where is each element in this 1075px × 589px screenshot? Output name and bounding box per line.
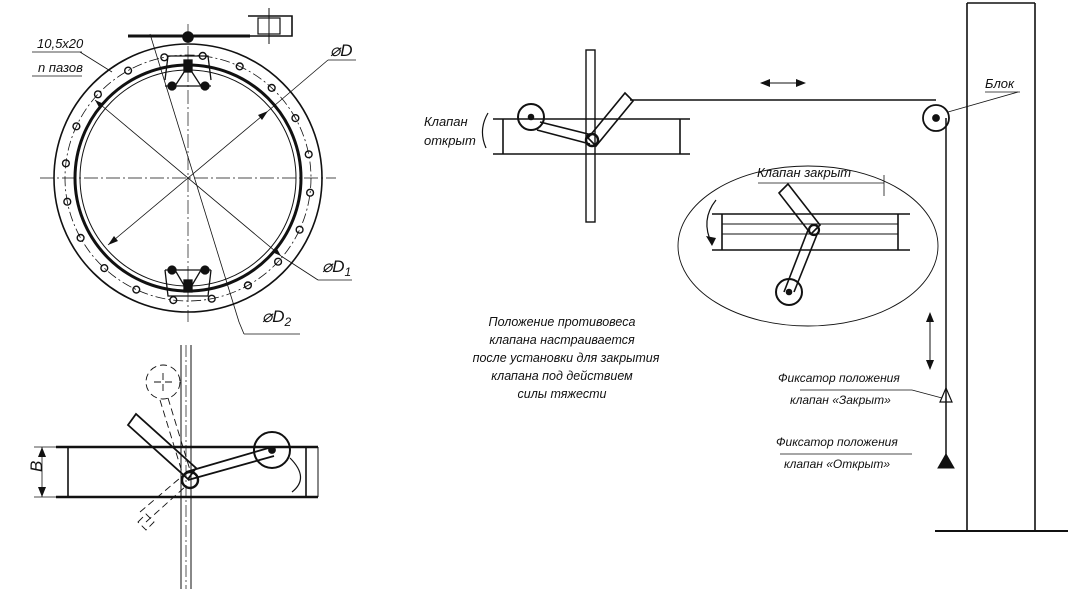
center-lines xyxy=(40,24,336,322)
slot-count-label: n пазов xyxy=(38,60,83,75)
block-label: Блок xyxy=(985,76,1015,91)
bolt-hole xyxy=(304,150,313,159)
valve-closed-callout xyxy=(677,165,939,327)
lever-counterweight xyxy=(126,412,291,490)
diameter-lines xyxy=(94,33,356,335)
slot-leader xyxy=(32,51,113,77)
valve-open xyxy=(493,91,690,155)
lever-top xyxy=(128,8,293,44)
rotation-arrow-open xyxy=(481,112,489,149)
bolt-hole xyxy=(169,296,178,305)
fixator-closed-label-line2: клапан «Закрыт» xyxy=(790,393,891,407)
bolt-hole xyxy=(93,90,103,99)
note-line-5: силы тяжести xyxy=(518,387,607,401)
front-view: 10,5x20 n пазов ⌀D ⌀D1 ⌀D2 xyxy=(32,8,356,335)
bolt-hole xyxy=(61,159,71,168)
arrowheads xyxy=(95,100,281,256)
bolt-hole xyxy=(76,233,85,243)
bolt-hole xyxy=(207,294,216,303)
side-view: B xyxy=(27,345,319,589)
note-line-4: клапана под действием xyxy=(491,369,633,383)
slot-size-label: 10,5x20 xyxy=(37,36,84,51)
valve-closed-label: Клапан закрыт xyxy=(757,165,851,180)
note-line-3: после установки для закрытия xyxy=(473,351,660,365)
valve-open-label-line2: открыт xyxy=(424,133,476,148)
vertical-axis xyxy=(180,345,192,589)
diameter-d-label: ⌀D xyxy=(330,41,353,60)
bolt-hole xyxy=(72,122,81,131)
height-b-label: B xyxy=(27,461,46,472)
motion-arrow-horizontal-heads xyxy=(760,79,806,87)
bolt-hole xyxy=(243,281,253,290)
block-pulley xyxy=(922,91,1020,132)
bolt-hole xyxy=(63,197,72,206)
fixator-closed-label-line1: Фиксатор положения xyxy=(778,371,900,385)
installation-view: Клапан открыт Блок xyxy=(424,2,1068,532)
bolt-hole xyxy=(124,66,133,75)
rope xyxy=(630,99,947,468)
bolt-hole xyxy=(100,264,109,273)
diameter-d2-label: ⌀D2 xyxy=(262,307,292,329)
bolt-hole xyxy=(132,285,141,294)
bolt-hole xyxy=(306,188,315,197)
note-block: Положение противовеса клапана настраивае… xyxy=(473,315,660,401)
lever-alt-positions xyxy=(137,364,191,531)
fixator-open xyxy=(780,452,955,469)
motion-arrow-vertical-heads xyxy=(926,312,934,370)
bracket-top xyxy=(164,55,212,91)
bolt-hole xyxy=(235,62,244,71)
dimension-b-arrows xyxy=(38,447,46,497)
fixator-closed xyxy=(800,386,953,403)
note-line-1: Положение противовеса xyxy=(489,315,636,329)
fixator-open-label-line2: клапан «Открыт» xyxy=(784,457,890,471)
diameter-d1-label: ⌀D1 xyxy=(322,257,351,279)
note-line-2: клапана настраивается xyxy=(489,333,635,347)
bolt-hole xyxy=(295,225,304,234)
bolt-hole xyxy=(291,113,300,123)
valve-open-label-line1: Клапан xyxy=(424,114,468,129)
bolt-hole xyxy=(160,53,169,62)
bolt-hole xyxy=(267,83,276,93)
wall xyxy=(935,2,1068,532)
fixator-open-label-line1: Фиксатор положения xyxy=(776,435,898,449)
bracket-bottom xyxy=(164,265,212,297)
bolt-hole xyxy=(274,257,283,266)
